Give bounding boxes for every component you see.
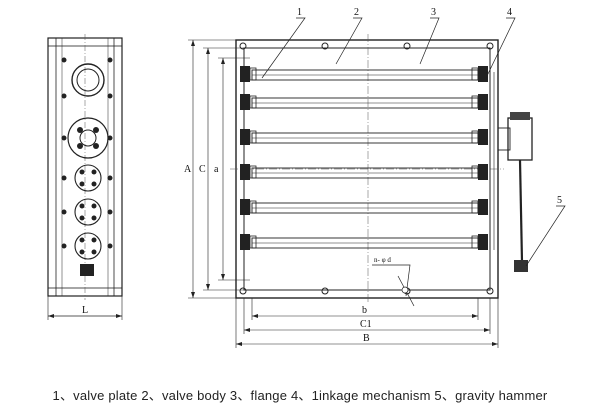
callout-5: 5 (557, 195, 562, 206)
dim-A: A (184, 164, 192, 175)
dim-B: B (363, 333, 370, 344)
side-view: L (47, 34, 123, 320)
dim-C1: C1 (360, 319, 372, 330)
dim-b: b (362, 305, 367, 316)
callout-2: 2 (354, 7, 359, 18)
dim-C: C (199, 164, 206, 175)
dim-L: L (82, 305, 88, 316)
dim-a: a (214, 164, 219, 175)
hole-note: n- φ d (374, 256, 391, 264)
gravity-hammer (497, 112, 533, 272)
parts-legend-caption: 1、valve plate 2、valve body 3、flange 4、1i… (52, 388, 548, 403)
callout-4: 4 (507, 7, 512, 18)
callout-1: 1 (297, 7, 302, 18)
valve-plates (251, 69, 479, 249)
callout-3: 3 (431, 7, 436, 18)
front-view: 1 2 3 4 5 n- φ d A C a (184, 7, 566, 348)
